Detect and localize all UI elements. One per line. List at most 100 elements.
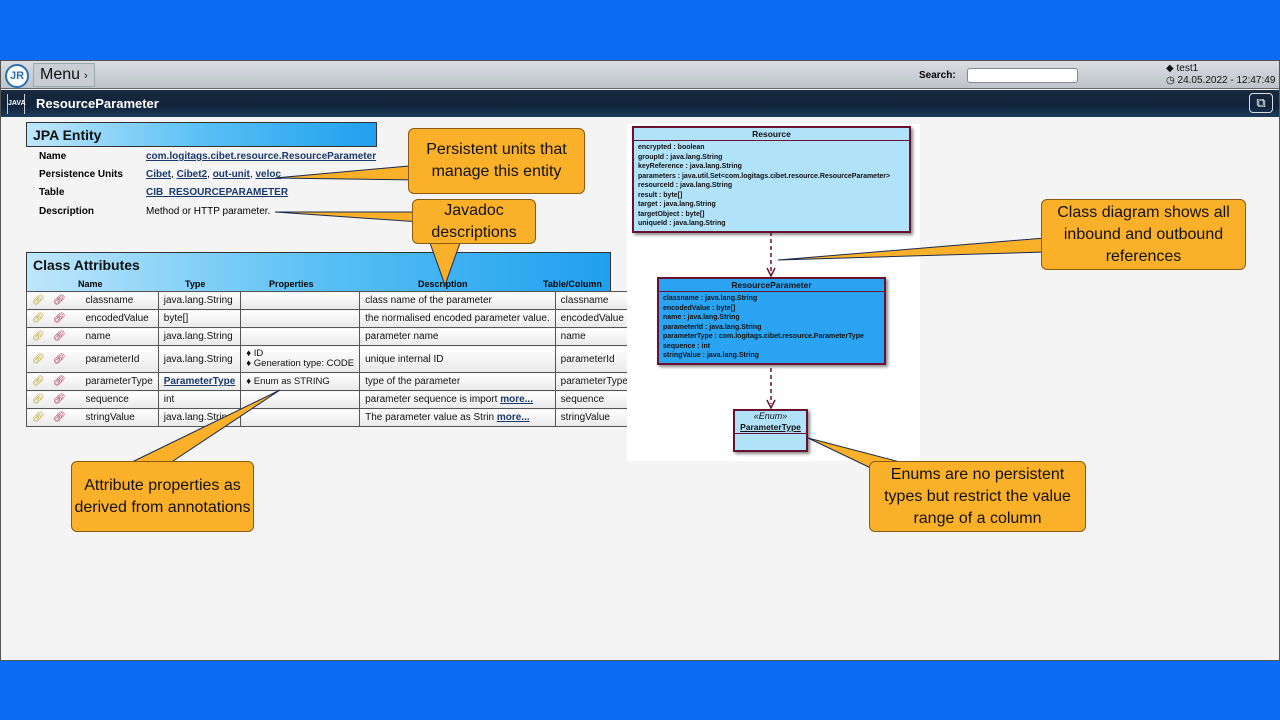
uml-field: classname : java.lang.String — [663, 295, 758, 302]
unit-link[interactable]: Cibet2 — [176, 169, 208, 180]
attr-table-column: classname — [554, 291, 634, 310]
key-link-icon[interactable]: 🔗︎ — [32, 394, 45, 405]
type-text: java.lang.String — [163, 353, 233, 365]
table-row[interactable]: 🔗︎ 🔗︎ classname java.lang.String class n… — [26, 291, 634, 310]
attr-description: unique internal ID — [359, 345, 556, 373]
uml-class-title: ParameterType — [735, 421, 806, 434]
table-row[interactable]: 🔗︎ 🔗︎ sequence int parameter sequence is… — [26, 390, 634, 409]
attr-properties — [240, 309, 361, 328]
more-link[interactable]: more... — [500, 394, 533, 405]
uml-field: resourceId : java.lang.String — [638, 182, 733, 189]
uml-class-title: ResourceParameter — [659, 279, 884, 292]
row-icons: 🔗︎ 🔗︎ — [26, 372, 81, 391]
table-row[interactable]: 🔗︎ 🔗︎ stringValue java.lang.String The p… — [26, 408, 634, 427]
app-logo[interactable]: JR — [5, 64, 29, 88]
attr-table-column: encodedValue — [554, 309, 634, 328]
column-header-description: Description — [418, 279, 468, 289]
key-link-icon[interactable]: 🔗︎ — [32, 376, 45, 387]
callout-enums: Enums are no persistent types but restri… — [869, 461, 1086, 532]
jpa-entity-heading: JPA Entity — [26, 122, 377, 147]
table-row[interactable]: 🔗︎ 🔗︎ parameterId java.lang.String ♦ ID♦… — [26, 345, 634, 373]
user-info: ◆ test1 ◷ 24.05.2022 - 12:47:49 — [1166, 63, 1275, 87]
attr-description: parameter sequence is import more... — [359, 390, 556, 409]
uml-enum-parametertype[interactable]: «Enum» ParameterType — [733, 409, 808, 452]
attr-description: class name of the parameter — [359, 291, 556, 310]
row-icons: 🔗︎ 🔗︎ — [26, 408, 81, 427]
key-link-icon[interactable]: 🔗︎ — [32, 331, 45, 342]
uml-class-title: Resource — [634, 128, 909, 141]
attr-type: java.lang.String — [157, 327, 242, 346]
relation-link-icon[interactable]: 🔗︎ — [53, 353, 66, 365]
relation-link-icon[interactable]: 🔗︎ — [53, 331, 66, 342]
units-label: Persistence Units — [39, 169, 123, 180]
attr-description: The parameter value as Strin more... — [359, 408, 556, 427]
table-link[interactable]: CIB_RESOURCEPARAMETER — [146, 187, 289, 198]
relation-link-icon[interactable]: 🔗︎ — [53, 394, 66, 405]
uml-class-resourceparameter[interactable]: ResourceParameter classname : java.lang.… — [657, 277, 886, 365]
unit-link[interactable]: out-unit — [212, 169, 250, 180]
type-text: int — [163, 394, 175, 405]
callout-attribute-properties: Attribute properties as derived from ann… — [71, 461, 254, 532]
class-attributes-title: Class Attributes — [33, 257, 140, 273]
attr-table-column: parameterType — [554, 372, 634, 391]
uml-field: stringValue : java.lang.String — [663, 352, 760, 359]
key-link-icon[interactable]: 🔗︎ — [32, 313, 45, 324]
attr-name: stringValue — [80, 408, 159, 427]
description-label: Description — [39, 206, 95, 217]
column-header-type: Type — [185, 279, 206, 289]
name-label: Name — [39, 151, 67, 162]
search-input[interactable] — [967, 68, 1078, 83]
callout-class-diagram: Class diagram shows all inbound and outb… — [1041, 199, 1246, 270]
key-link-icon[interactable]: 🔗︎ — [32, 353, 45, 365]
row-icons: 🔗︎ 🔗︎ — [26, 345, 81, 373]
description-text: the normalised encoded parameter value. — [365, 313, 550, 324]
type-text: byte[] — [163, 313, 189, 324]
type-link[interactable]: ParameterType — [163, 376, 236, 387]
attr-type: ParameterType — [157, 372, 242, 391]
uml-field: parameterType : com.logitags.cibet.resou… — [663, 333, 864, 340]
menu-button[interactable]: Menu› — [33, 63, 95, 87]
type-text: java.lang.String — [163, 412, 233, 423]
unit-link[interactable]: veloc — [255, 169, 282, 180]
relation-link-icon[interactable]: 🔗︎ — [53, 376, 66, 387]
toolbar: JR Menu› Search: ◆ test1 ◷ 24.05.2022 - … — [1, 61, 1279, 89]
uml-field: targetObject : byte[] — [638, 210, 705, 218]
table-row[interactable]: 🔗︎ 🔗︎ parameterType ParameterType ♦ Enum… — [26, 372, 634, 391]
uml-field: groupId : java.lang.String — [638, 153, 723, 161]
chevron-right-icon: › — [84, 70, 88, 82]
attr-properties — [240, 291, 361, 310]
table-row[interactable]: 🔗︎ 🔗︎ name java.lang.String parameter na… — [26, 327, 634, 346]
uml-field: sequence : int — [663, 342, 711, 350]
key-link-icon[interactable]: 🔗︎ — [32, 295, 45, 306]
uml-field: parameterId : java.lang.String — [663, 323, 762, 331]
key-link-icon[interactable]: 🔗︎ — [32, 412, 45, 423]
attr-properties — [240, 408, 361, 427]
uml-field: result : byte[] — [638, 191, 683, 199]
description-text: The parameter value as Strin — [365, 412, 495, 423]
class-attributes-heading: Class Attributes — [26, 252, 611, 292]
relation-link-icon[interactable]: 🔗︎ — [53, 412, 66, 423]
attr-properties — [240, 327, 361, 346]
attr-name: parameterId — [80, 345, 159, 373]
attr-type: java.lang.String — [157, 291, 242, 310]
description-text: type of the parameter — [365, 376, 461, 387]
unit-link[interactable]: Cibet — [146, 169, 171, 180]
property-item: ♦ Generation type: CODE — [246, 358, 355, 369]
attr-table-column: stringValue — [554, 408, 634, 427]
type-text: java.lang.String — [163, 295, 233, 306]
maximize-button[interactable]: ⧉ — [1249, 93, 1273, 113]
more-link[interactable]: more... — [496, 412, 530, 423]
relation-link-icon[interactable]: 🔗︎ — [53, 295, 66, 306]
relation-link-icon[interactable]: 🔗︎ — [53, 313, 66, 324]
attr-table-column: sequence — [554, 390, 634, 409]
description-text: unique internal ID — [365, 353, 444, 365]
uml-field: target : java.lang.String — [638, 201, 716, 208]
row-icons: 🔗︎ 🔗︎ — [26, 291, 81, 310]
column-header-name: Name — [78, 279, 103, 289]
entity-name-link[interactable]: com.logitags.cibet.resource.ResourcePara… — [146, 151, 377, 162]
description-text: parameter sequence is import — [365, 394, 498, 405]
row-icons: 🔗︎ 🔗︎ — [26, 327, 81, 346]
table-row[interactable]: 🔗︎ 🔗︎ encodedValue byte[] the normalised… — [26, 309, 634, 328]
attr-properties: ♦ ID♦ Generation type: CODE — [240, 345, 361, 373]
